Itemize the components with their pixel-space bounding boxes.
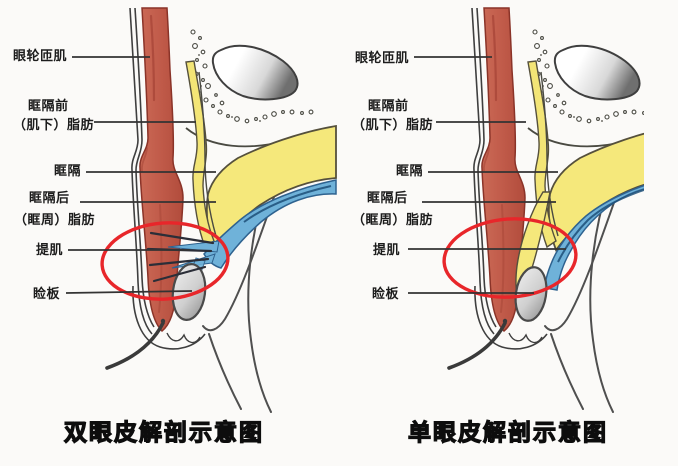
label-tarsus: 睑板 bbox=[33, 286, 61, 301]
label-septum: 眶隔 bbox=[396, 163, 424, 178]
label-preseptal-1: 眶隔前 bbox=[28, 98, 69, 113]
label-postseptal-2: （眶周）脂肪 bbox=[14, 212, 96, 227]
label-orbicularis: 眼轮匝肌 bbox=[355, 50, 410, 65]
label-septum: 眶隔 bbox=[54, 163, 82, 178]
leader-lines bbox=[408, 56, 566, 294]
label-preseptal-2: （肌下）脂肪 bbox=[13, 117, 95, 132]
leader-lines bbox=[65, 56, 216, 294]
highlight-ellipse bbox=[100, 221, 230, 301]
tarsal-plate-shape bbox=[171, 263, 207, 321]
label-preseptal-1: 眶隔前 bbox=[368, 98, 409, 113]
caption-single-eyelid: 单眼皮解剖示意图 bbox=[407, 418, 608, 445]
label-levator: 提肌 bbox=[373, 242, 401, 257]
label-levator: 提肌 bbox=[36, 242, 64, 257]
label-postseptal-1: 眶隔后 bbox=[29, 190, 70, 205]
double-eyelid-diagram bbox=[65, 6, 338, 414]
label-postseptal-2: （眶周）脂肪 bbox=[352, 212, 434, 227]
label-preseptal-2: （肌下）脂肪 bbox=[352, 117, 434, 132]
label-orbicularis: 眼轮匝肌 bbox=[13, 48, 68, 63]
label-postseptal-1: 眶隔后 bbox=[367, 190, 408, 205]
label-tarsus: 睑板 bbox=[372, 286, 400, 301]
highlight-ellipse bbox=[442, 217, 578, 299]
single-eyelid-diagram bbox=[408, 6, 644, 414]
caption-double-eyelid: 双眼皮解剖示意图 bbox=[63, 418, 264, 445]
